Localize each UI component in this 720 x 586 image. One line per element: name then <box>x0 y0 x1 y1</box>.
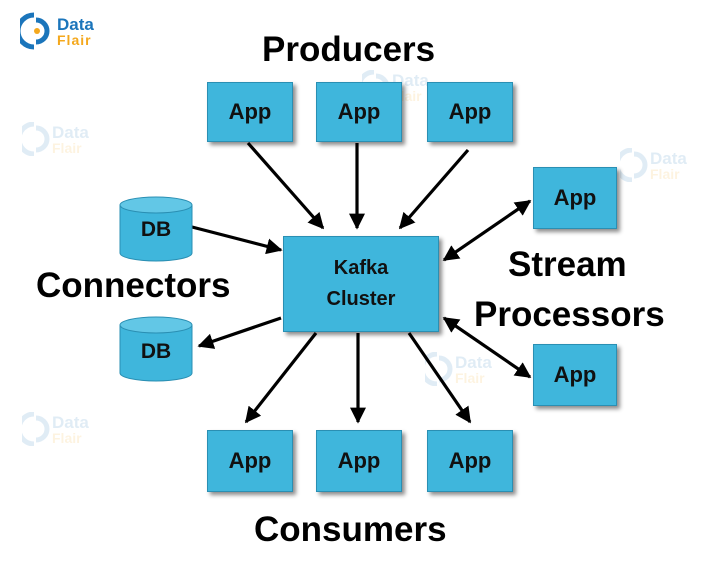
stream-processor-app-1: App <box>533 167 617 229</box>
logo-word-flair: Flair <box>57 31 92 48</box>
stream-processor-app-2: App <box>533 344 617 406</box>
heading-processors: Processors <box>474 295 665 334</box>
kafka-cluster: Kafka Cluster <box>283 236 439 332</box>
connector-db-2: DB <box>118 316 194 382</box>
arrow-db-in <box>191 225 283 255</box>
kafka-cluster-line1: Kafka <box>333 257 389 279</box>
database-icon <box>119 316 193 382</box>
arrow-stream-1 <box>442 199 532 262</box>
producer-app-1: App <box>207 82 293 142</box>
arrow-stream-2 <box>442 316 532 379</box>
heading-consumers: Consumers <box>254 510 447 549</box>
db-label: DB <box>140 340 172 363</box>
arrow-producer-3 <box>398 148 470 230</box>
producer-app-2: App <box>316 82 402 142</box>
arrow-consumer-1 <box>244 332 318 424</box>
heading-producers: Producers <box>262 30 436 69</box>
arrow-db-out <box>197 316 282 349</box>
heading-stream: Stream <box>508 245 627 284</box>
db-label: DB <box>140 218 172 241</box>
connector-db-1: DB <box>118 196 194 262</box>
consumer-app-2: App <box>316 430 402 492</box>
dataflair-logo-icon <box>20 12 50 50</box>
database-icon <box>119 196 193 262</box>
logo-word-data: Data <box>57 14 94 34</box>
consumer-app-1: App <box>207 430 293 492</box>
consumer-app-3: App <box>427 430 513 492</box>
dataflair-logo: Data Flair <box>20 12 94 50</box>
heading-connectors: Connectors <box>36 266 231 305</box>
arrow-consumer-3 <box>407 332 472 424</box>
arrow-producer-1 <box>246 141 325 230</box>
producer-app-3: App <box>427 82 513 142</box>
kafka-cluster-line2: Cluster <box>326 288 396 310</box>
